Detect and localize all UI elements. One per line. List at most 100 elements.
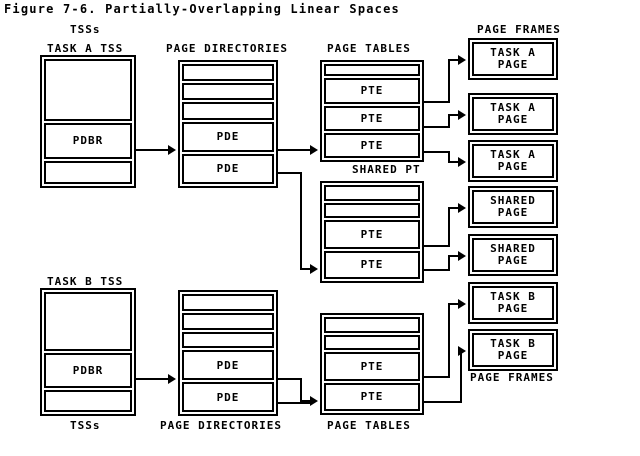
arrowhead-icon <box>310 396 318 406</box>
connector-pde-b1-to-page-table-b <box>300 378 302 402</box>
page-frame-line1: TASK B <box>490 337 536 350</box>
pd-b-pde-cell: PDE <box>182 382 274 412</box>
page-frame: TASK B PAGE <box>468 329 558 371</box>
connector-pde-b2-to-page-table-b <box>278 402 310 404</box>
page-frame: TASK A PAGE <box>468 93 558 135</box>
task-b-tss-box: PDBR <box>40 288 136 416</box>
caption-page-tables-bottom: PAGE TABLES <box>327 419 411 432</box>
pd-b-cell <box>182 294 274 311</box>
task-b-pdbr-cell: PDBR <box>44 352 132 388</box>
page-frame-line2: PAGE <box>497 113 529 126</box>
page-frame: TASK A PAGE <box>468 140 558 182</box>
page-frame: SHARED PAGE <box>468 186 558 228</box>
connector-pde-a2-to-shared-pt <box>278 172 302 174</box>
page-frame-line1: SHARED <box>490 242 536 255</box>
page-directory-a-box: PDE PDE <box>178 60 278 188</box>
pt-a-pte-cell: PTE <box>324 105 420 131</box>
connector-pte-a3-to-frame3 <box>448 161 462 163</box>
caption-task-b-tss: TASK B TSS <box>47 275 124 288</box>
caption-tss-top: TSSs <box>70 23 101 36</box>
connector-pde-a2-to-shared-pt <box>300 268 310 270</box>
figure-title: Figure 7-6. Partially-Overlapping Linear… <box>4 2 400 16</box>
arrowhead-icon <box>458 203 466 213</box>
connector-pte-b2-to-frame7 <box>460 350 462 403</box>
caption-page-directories-top: PAGE DIRECTORIES <box>166 42 288 55</box>
page-frame-line2: PAGE <box>497 58 529 71</box>
connector-shared-pte1-to-frame4 <box>448 207 462 209</box>
connector-shared-pte1-to-frame4 <box>424 245 450 247</box>
connector-pte-b1-to-frame6 <box>424 376 450 378</box>
pt-b-cell <box>324 334 420 350</box>
connector-pdbr-b-to-pde <box>136 378 168 380</box>
arrowhead-icon <box>458 299 466 309</box>
page-frame-line2: PAGE <box>497 254 529 267</box>
pt-b-pte-cell: PTE <box>324 382 420 411</box>
shared-pt-cell <box>324 202 420 218</box>
pt-b-pte-cell: PTE <box>324 352 420 381</box>
page-frame-line1: TASK A <box>490 101 536 114</box>
caption-page-frames-top: PAGE FRAMES <box>477 23 561 36</box>
pt-a-cell <box>324 64 420 77</box>
connector-shared-pte2-to-frame5 <box>448 255 462 257</box>
page-frame-line1: TASK A <box>490 148 536 161</box>
task-b-tss-cell <box>44 292 132 351</box>
pd-a-cell <box>182 64 274 82</box>
page-frame: TASK B PAGE <box>468 282 558 324</box>
pd-b-pde-cell: PDE <box>182 350 274 381</box>
page-frame-line2: PAGE <box>497 160 529 173</box>
pd-a-pde-cell: PDE <box>182 153 274 185</box>
arrowhead-icon <box>310 264 318 274</box>
connector-pte-b1-to-frame6 <box>448 303 450 378</box>
page-frame-line2: PAGE <box>497 302 529 315</box>
task-b-tss-cell <box>44 389 132 412</box>
connector-pde-b1-to-page-table-b <box>278 378 302 380</box>
pd-b-cell <box>182 312 274 330</box>
connector-pte-a3-to-frame3 <box>448 151 450 163</box>
task-a-tss-box: PDBR <box>40 55 136 188</box>
arrowhead-icon <box>458 251 466 261</box>
caption-page-frames-bottom: PAGE FRAMES <box>470 371 554 384</box>
caption-shared-pt: SHARED PT <box>352 163 421 176</box>
pd-a-pde-cell: PDE <box>182 121 274 152</box>
page-frame-line1: TASK B <box>490 290 536 303</box>
connector-pte-a2-to-frame2 <box>424 126 450 128</box>
page-frame-line1: TASK A <box>490 46 536 59</box>
connector-pde-a1-to-page-table-a <box>278 149 310 151</box>
pt-a-pte-cell: PTE <box>324 132 420 158</box>
page-frame: SHARED PAGE <box>468 234 558 276</box>
arrowhead-icon <box>310 145 318 155</box>
connector-pte-a3-to-frame3 <box>424 151 450 153</box>
task-a-pdbr-cell: PDBR <box>44 122 132 159</box>
shared-pt-pte-cell: PTE <box>324 250 420 279</box>
task-a-tss-cell <box>44 161 132 185</box>
page-frame-line2: PAGE <box>497 349 529 362</box>
pt-a-pte-cell: PTE <box>324 78 420 104</box>
arrowhead-icon <box>168 145 176 155</box>
caption-page-directories-bottom: PAGE DIRECTORIES <box>160 419 282 432</box>
connector-pte-a1-to-frame1 <box>448 59 462 61</box>
caption-tss-bottom: TSSs <box>70 419 101 432</box>
connector-shared-pte2-to-frame5 <box>424 269 450 271</box>
connector-pte-a1-to-frame1 <box>448 59 450 103</box>
connector-pde-a2-to-shared-pt <box>300 172 302 270</box>
shared-pt-pte-cell: PTE <box>324 220 420 249</box>
connector-pte-b2-to-frame7 <box>424 401 462 403</box>
pd-a-cell <box>182 83 274 101</box>
connector-pte-b1-to-frame6 <box>448 303 462 305</box>
arrowhead-icon <box>458 55 466 65</box>
task-a-tss-cell <box>44 59 132 121</box>
arrowhead-icon <box>458 346 466 356</box>
pd-a-cell <box>182 102 274 120</box>
page-directory-b-box: PDE PDE <box>178 290 278 416</box>
page-table-b-box: PTE PTE <box>320 313 424 415</box>
caption-page-tables-top: PAGE TABLES <box>327 42 411 55</box>
page-table-a-box: PTE PTE PTE <box>320 60 424 162</box>
connector-shared-pte1-to-frame4 <box>448 207 450 247</box>
page-frame-line2: PAGE <box>497 206 529 219</box>
arrowhead-icon <box>168 374 176 384</box>
connector-shared-pte2-to-frame5 <box>448 255 450 271</box>
page-frame: TASK A PAGE <box>468 38 558 80</box>
connector-pde-b1-to-page-table-b <box>300 400 310 402</box>
arrowhead-icon <box>458 110 466 120</box>
